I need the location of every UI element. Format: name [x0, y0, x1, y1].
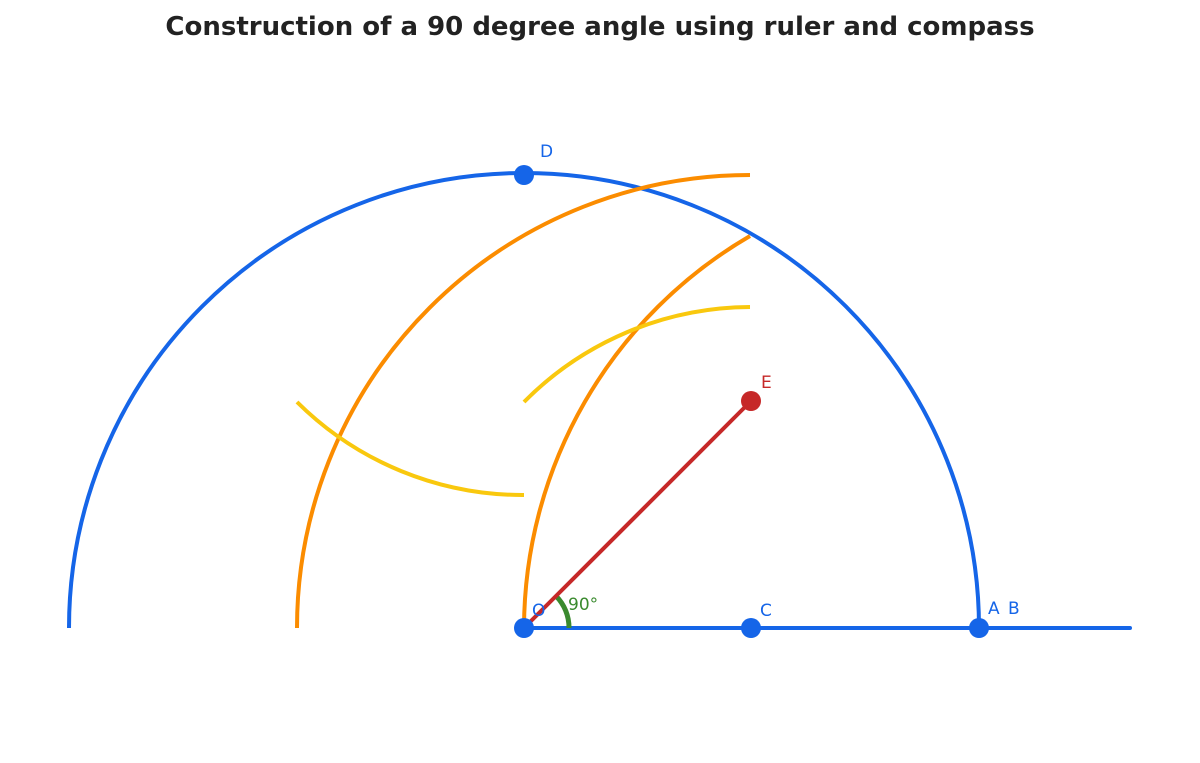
- label-e: E: [761, 373, 772, 393]
- point-e[interactable]: [741, 391, 761, 411]
- yellow-arc-center-d: [295, 400, 525, 498]
- point-c[interactable]: [741, 618, 761, 638]
- label-a: A: [988, 599, 1000, 619]
- label-c: C: [760, 601, 772, 621]
- label-d: D: [540, 142, 553, 162]
- label-o: O: [532, 601, 545, 621]
- point-b[interactable]: [969, 618, 989, 638]
- point-o[interactable]: [514, 618, 534, 638]
- angle-label: 90°: [568, 595, 598, 615]
- line-oe: [522, 399, 753, 630]
- label-b: B: [1008, 599, 1020, 619]
- orange-arc-center-c: [295, 173, 751, 629]
- yellow-arc-center-c: [522, 305, 751, 404]
- orange-arc-center-b: [522, 234, 752, 629]
- point-d[interactable]: [514, 165, 534, 185]
- angle-marker: [554, 594, 572, 629]
- diagram-title: Construction of a 90 degree angle using …: [165, 12, 1035, 42]
